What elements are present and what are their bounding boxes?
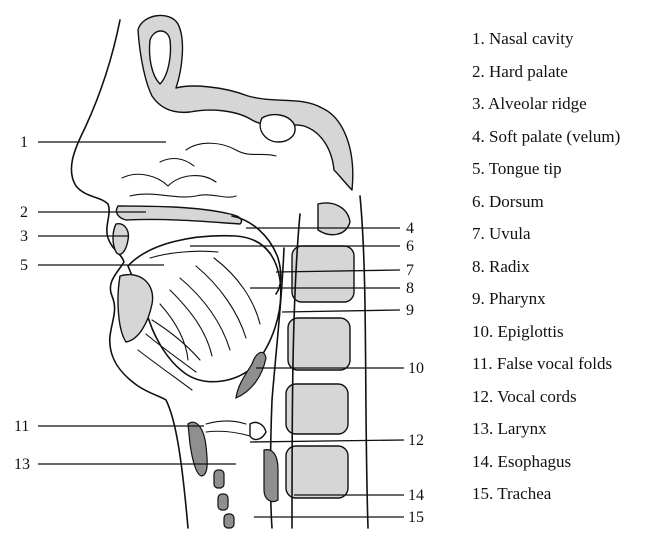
callout-6: 6	[406, 238, 414, 255]
callout-8: 8	[406, 280, 414, 297]
legend-item: 11. False vocal folds	[472, 353, 620, 386]
callout-12: 12	[408, 432, 424, 449]
legend-list: 1. Nasal cavity 2. Hard palate 3. Alveol…	[472, 28, 620, 516]
callout-14: 14	[408, 487, 424, 504]
lower-lip	[118, 275, 153, 342]
arytenoid	[250, 422, 266, 439]
legend-item: 7. Uvula	[472, 223, 620, 256]
legend-item: 5. Tongue tip	[472, 158, 620, 191]
hard-palate-shape	[116, 206, 241, 224]
callout-11: 11	[14, 418, 29, 435]
callout-7: 7	[406, 262, 414, 279]
legend-item: 15. Trachea	[472, 483, 620, 516]
vocal-folds-lines	[206, 421, 250, 436]
callout-13: 13	[14, 456, 30, 473]
tongue-muscle-fibers	[150, 251, 260, 360]
callout-1: 1	[20, 134, 28, 151]
callout-15: 15	[408, 509, 424, 526]
callout-3: 3	[20, 228, 28, 245]
nasal-turbinates	[122, 143, 276, 197]
legend-item: 6. Dorsum	[472, 191, 620, 224]
callout-4: 4	[406, 220, 414, 237]
callout-numbers: 1 2 3 5 4 6 7 8 9 10 11 12 13 14 15	[14, 134, 424, 526]
legend-item: 13. Larynx	[472, 418, 620, 451]
legend-item: 14. Esophagus	[472, 451, 620, 484]
upper-teeth	[113, 224, 128, 255]
callout-2: 2	[20, 204, 28, 221]
cricoid-cartilage	[264, 450, 278, 502]
legend-item: 4. Soft palate (velum)	[472, 126, 620, 159]
legend-item: 2. Hard palate	[472, 61, 620, 94]
legend-item: 9. Pharynx	[472, 288, 620, 321]
legend-item: 3. Alveolar ridge	[472, 93, 620, 126]
legend-item: 1. Nasal cavity	[472, 28, 620, 61]
callout-9: 9	[406, 302, 414, 319]
trachea-rings	[214, 470, 234, 528]
thyroid-cartilage	[188, 422, 207, 476]
legend-item: 10. Epiglottis	[472, 321, 620, 354]
callout-10: 10	[408, 360, 424, 377]
mandible	[138, 320, 200, 390]
legend-item: 12. Vocal cords	[472, 386, 620, 419]
callout-5: 5	[20, 257, 28, 274]
sphenoid-sinus	[260, 115, 295, 142]
legend-item: 8. Radix	[472, 256, 620, 289]
